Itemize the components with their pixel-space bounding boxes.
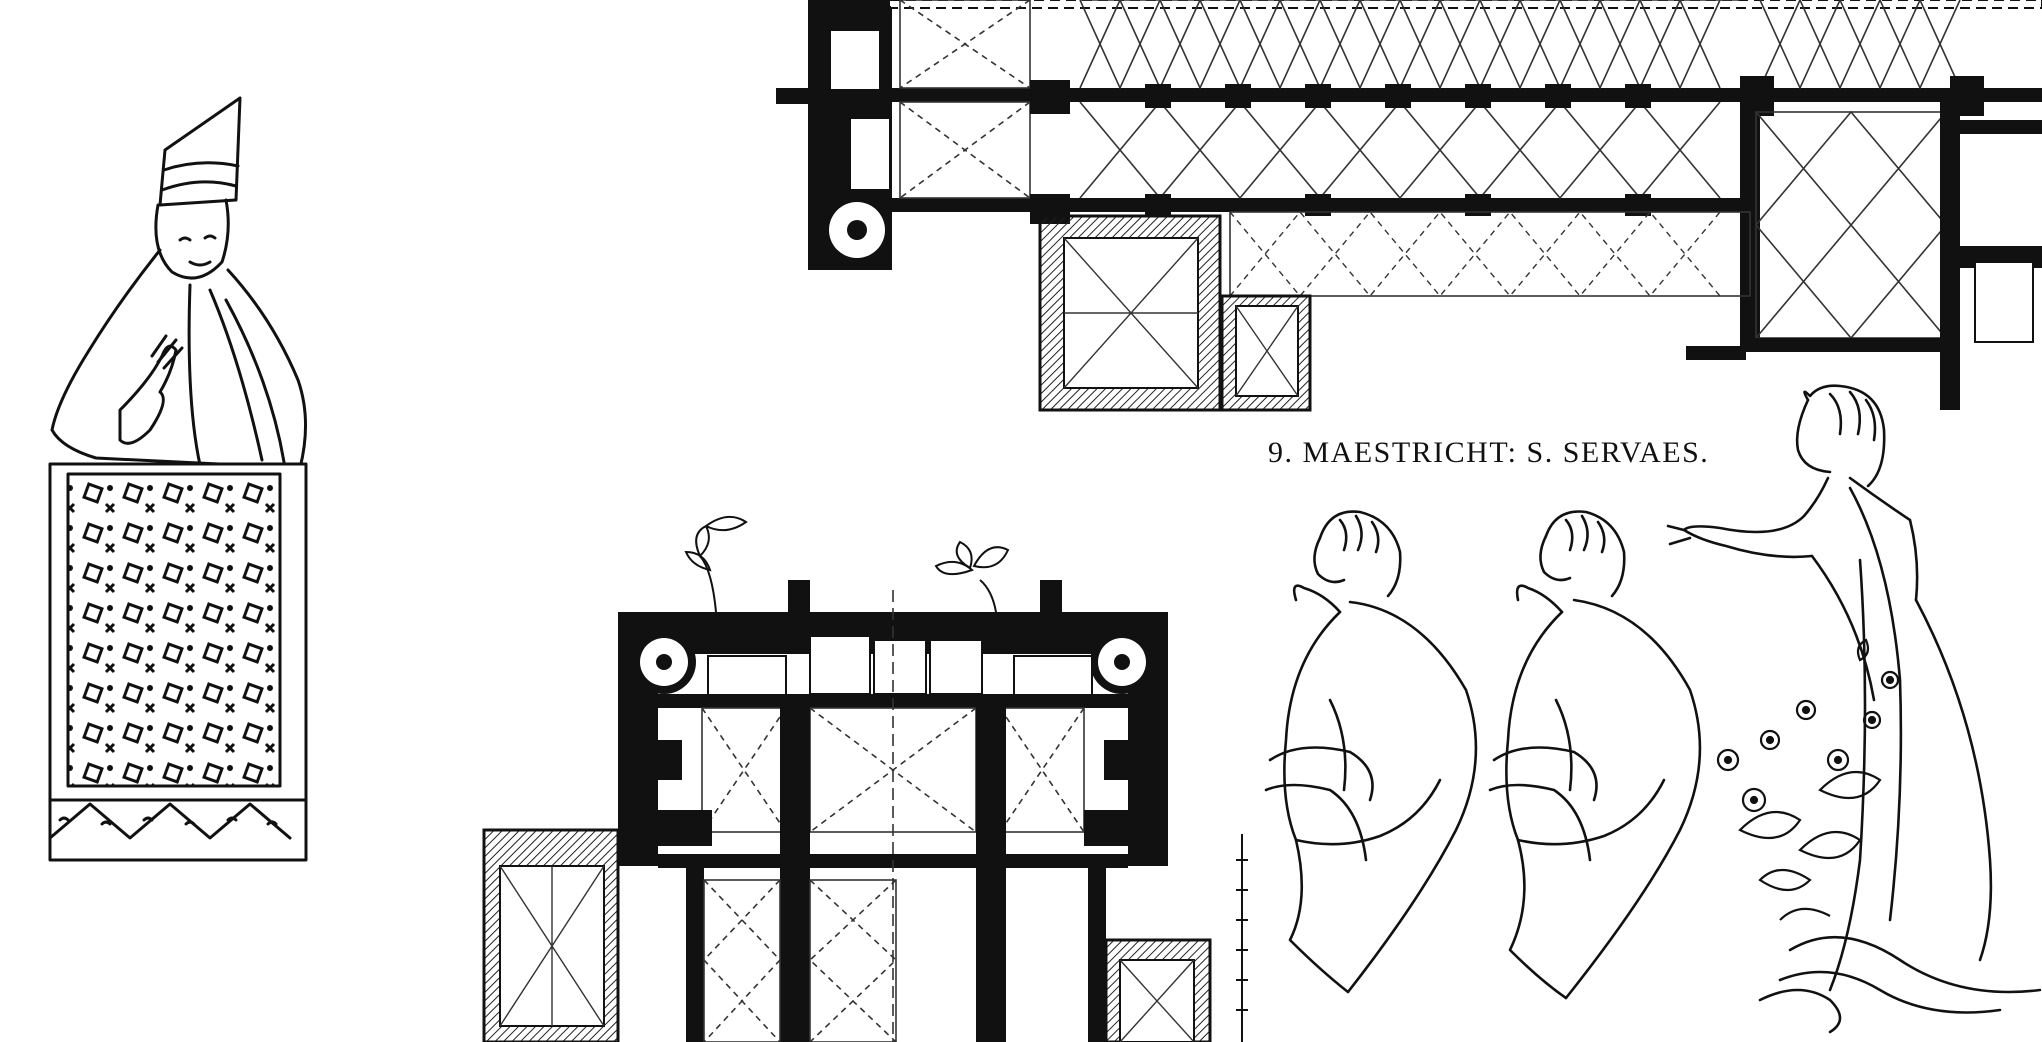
pope-figure [48,96,308,862]
flower-icon [684,515,1010,613]
plate-caption: 9. MAESTRICHT: S. SERVAES. [1268,436,1709,469]
tiara-icon [158,96,242,207]
flower-icon [1716,638,1900,921]
upper-floor-plan [776,0,2042,412]
lower-floor-plan [482,515,1248,1042]
kneeling-figure-icon [1264,510,1702,1000]
pointing-figure-icon [1666,384,2042,1034]
